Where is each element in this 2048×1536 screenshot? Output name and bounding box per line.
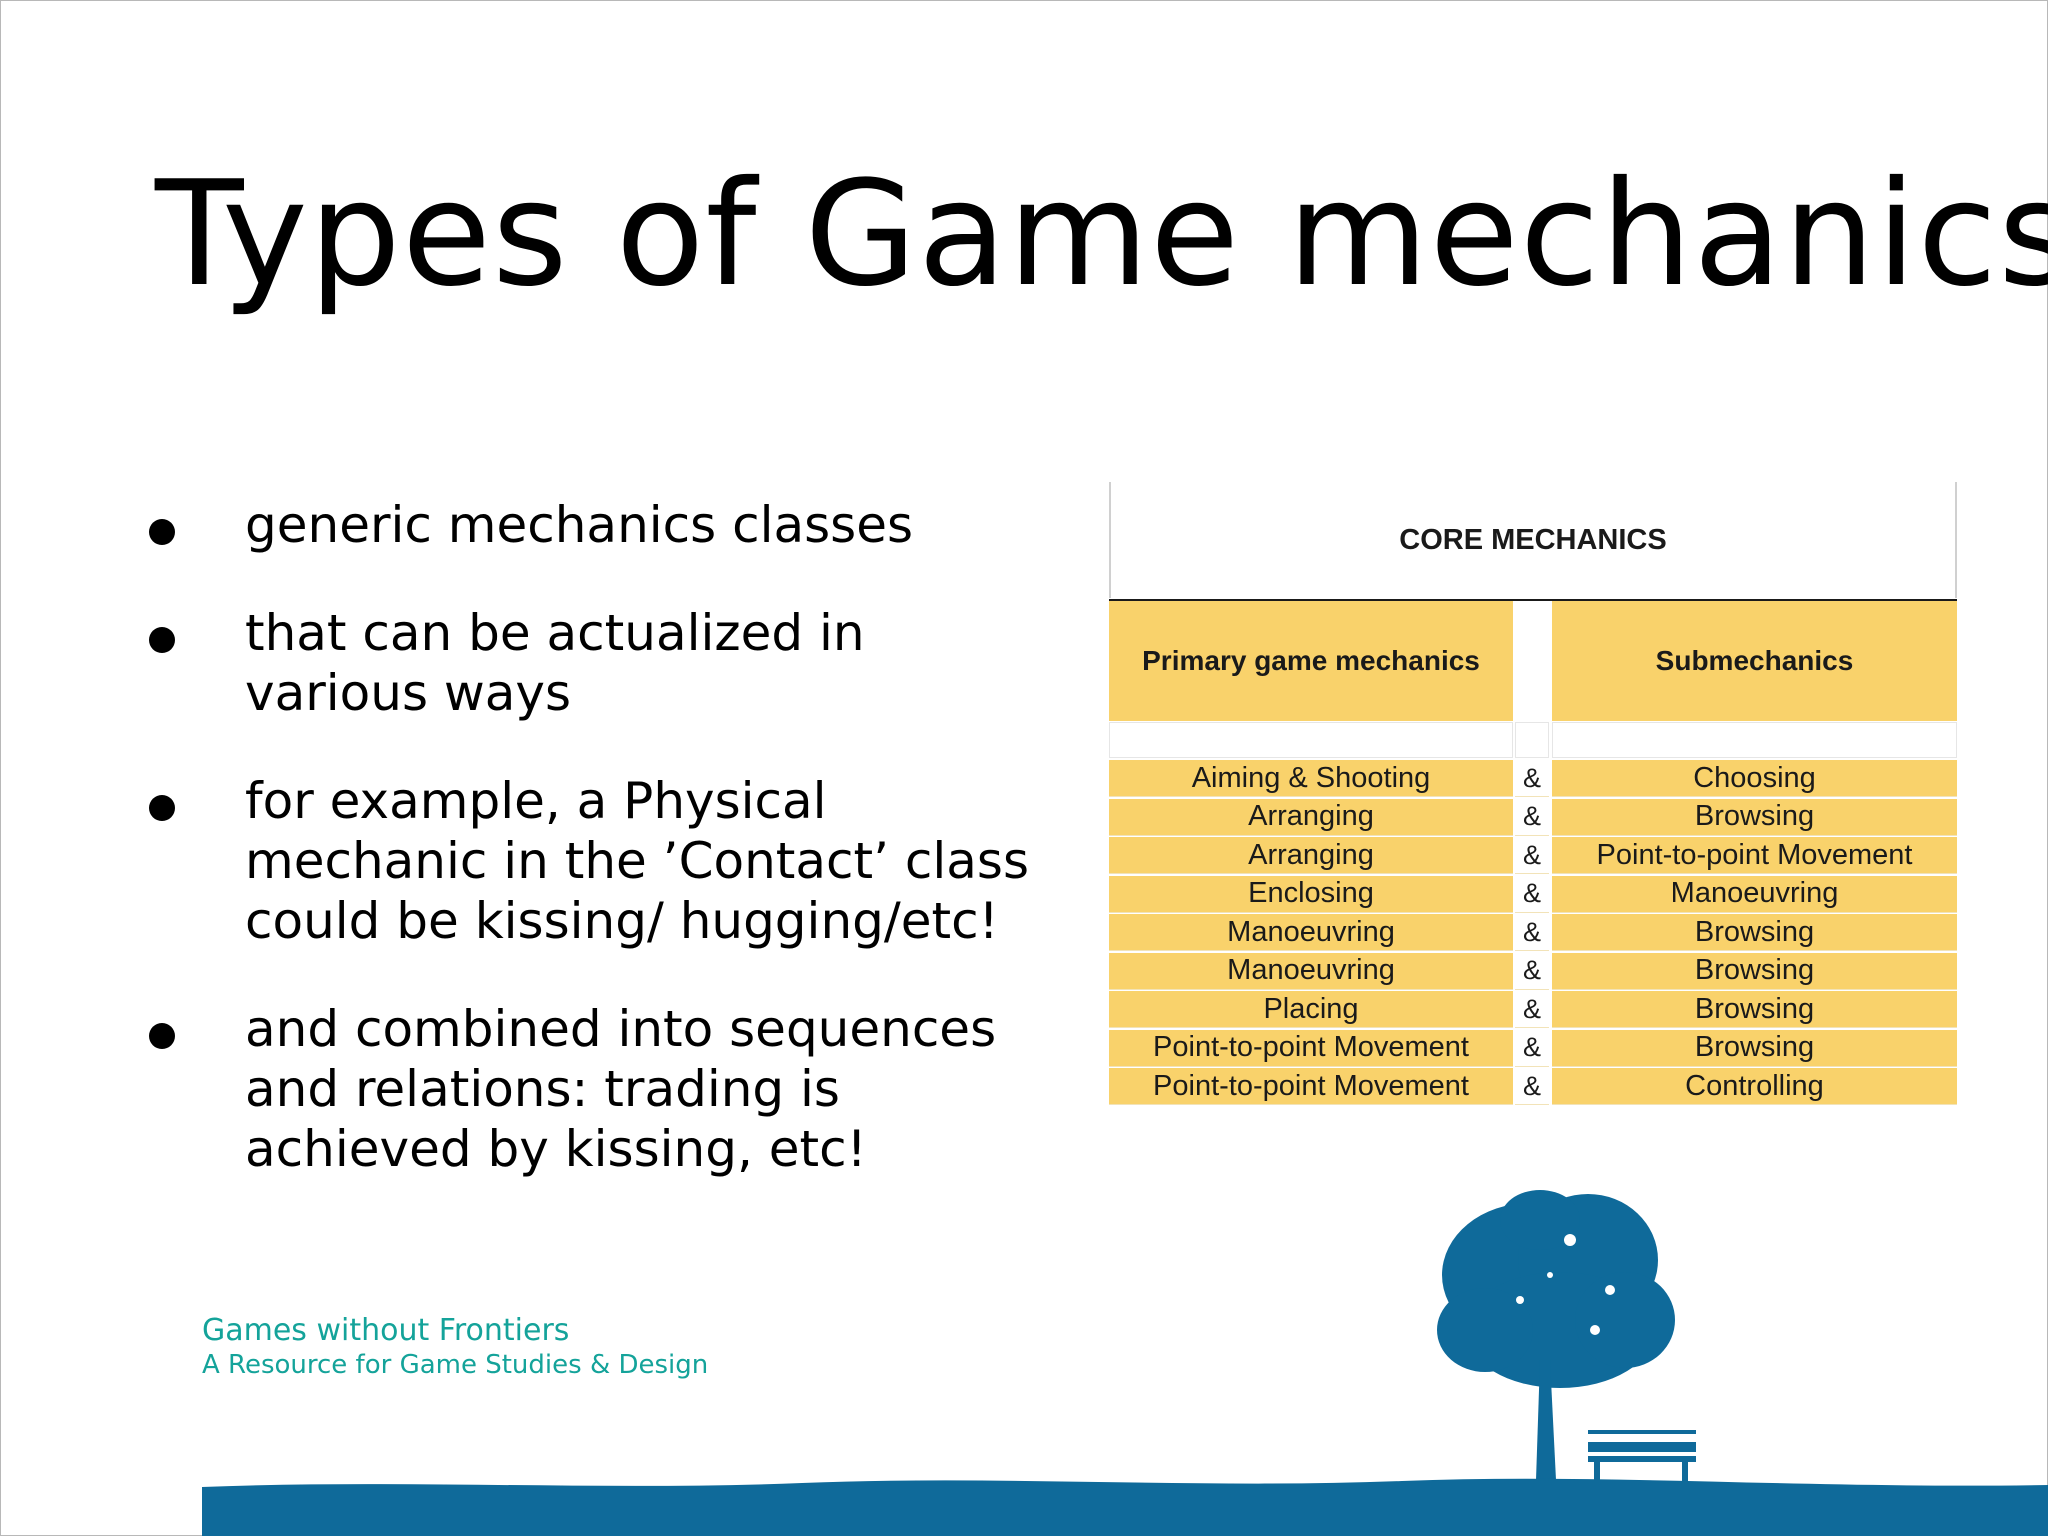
ground-strip — [202, 1478, 2048, 1536]
submechanic-cell: Browsing — [1552, 991, 1957, 1028]
header-primary: Primary game mechanics — [1109, 601, 1513, 721]
joiner-cell: & — [1515, 837, 1549, 874]
table-row: Manoeuvring&Browsing — [1109, 952, 1957, 992]
bullet-text: and combined into sequences and relation… — [245, 1000, 997, 1178]
bullet-dot-icon — [149, 627, 175, 653]
slide-title: Types of Game mechanics — [155, 150, 2048, 319]
table-row: Manoeuvring&Browsing — [1109, 914, 1957, 953]
bullet-item: that can be actualized in various ways — [145, 603, 1045, 723]
joiner-cell: & — [1515, 914, 1549, 951]
submechanic-cell: Browsing — [1552, 952, 1957, 990]
core-mechanics-table: CORE MECHANICS Primary game mechanics Su… — [1109, 482, 1957, 1108]
table-title: CORE MECHANICS — [1109, 482, 1957, 598]
bullet-item: and combined into sequences and relation… — [145, 999, 1045, 1179]
submechanic-cell: Choosing — [1552, 760, 1957, 797]
table-row: Arranging&Browsing — [1109, 798, 1957, 838]
bullet-list: generic mechanics classes that can be ac… — [145, 495, 1045, 1227]
table-row: Point-to-point Movement&Controlling — [1109, 1068, 1957, 1107]
joiner-cell: & — [1515, 760, 1549, 797]
submechanic-cell: Browsing — [1552, 1029, 1957, 1067]
joiner-cell: & — [1515, 875, 1549, 913]
header-joiner — [1515, 601, 1549, 721]
footer-credit: Games without Frontiers A Resource for G… — [202, 1313, 708, 1381]
primary-mechanic-cell: Point-to-point Movement — [1109, 1029, 1513, 1067]
bullet-text: for example, a Physical mechanic in the … — [245, 772, 1030, 950]
submechanic-cell: Manoeuvring — [1552, 875, 1957, 913]
joiner-cell: & — [1515, 991, 1549, 1028]
primary-mechanic-cell: Arranging — [1109, 798, 1513, 836]
primary-mechanic-cell: Point-to-point Movement — [1109, 1068, 1513, 1105]
joiner-cell: & — [1515, 952, 1549, 990]
table-header-row: Primary game mechanics Submechanics — [1109, 599, 1957, 723]
footer-line-1: Games without Frontiers — [202, 1313, 570, 1348]
joiner-cell: & — [1515, 798, 1549, 836]
bullet-item: for example, a Physical mechanic in the … — [145, 771, 1045, 951]
primary-mechanic-cell: Manoeuvring — [1109, 952, 1513, 990]
table-row: Point-to-point Movement&Browsing — [1109, 1029, 1957, 1069]
primary-mechanic-cell: Manoeuvring — [1109, 914, 1513, 951]
table-row: Enclosing&Manoeuvring — [1109, 875, 1957, 915]
bullet-text: that can be actualized in various ways — [245, 604, 865, 722]
submechanic-cell: Browsing — [1552, 798, 1957, 836]
spacer-cell — [1515, 722, 1549, 758]
table-row: Arranging&Point-to-point Movement — [1109, 837, 1957, 876]
submechanic-cell: Point-to-point Movement — [1552, 837, 1957, 874]
bullet-item: generic mechanics classes — [145, 495, 1045, 555]
bullet-dot-icon — [149, 1023, 175, 1049]
submechanic-cell: Controlling — [1552, 1068, 1957, 1105]
header-submechanics: Submechanics — [1552, 601, 1957, 721]
joiner-cell: & — [1515, 1068, 1549, 1105]
tree-and-bench-logo-icon — [1437, 1190, 1696, 1484]
table-row: Aiming & Shooting&Choosing — [1109, 760, 1957, 799]
submechanic-cell: Browsing — [1552, 914, 1957, 951]
table-row: Placing&Browsing — [1109, 991, 1957, 1030]
bullet-dot-icon — [149, 519, 175, 545]
primary-mechanic-cell: Aiming & Shooting — [1109, 760, 1513, 797]
spacer-cell — [1109, 722, 1513, 758]
footer-line-2: A Resource for Game Studies & Design — [202, 1350, 709, 1380]
primary-mechanic-cell: Enclosing — [1109, 875, 1513, 913]
primary-mechanic-cell: Placing — [1109, 991, 1513, 1028]
spacer-cell — [1552, 722, 1957, 758]
joiner-cell: & — [1515, 1029, 1549, 1067]
table-spacer-row — [1109, 722, 1957, 760]
bullet-dot-icon — [149, 795, 175, 821]
bullet-text: generic mechanics classes — [245, 496, 914, 554]
primary-mechanic-cell: Arranging — [1109, 837, 1513, 874]
